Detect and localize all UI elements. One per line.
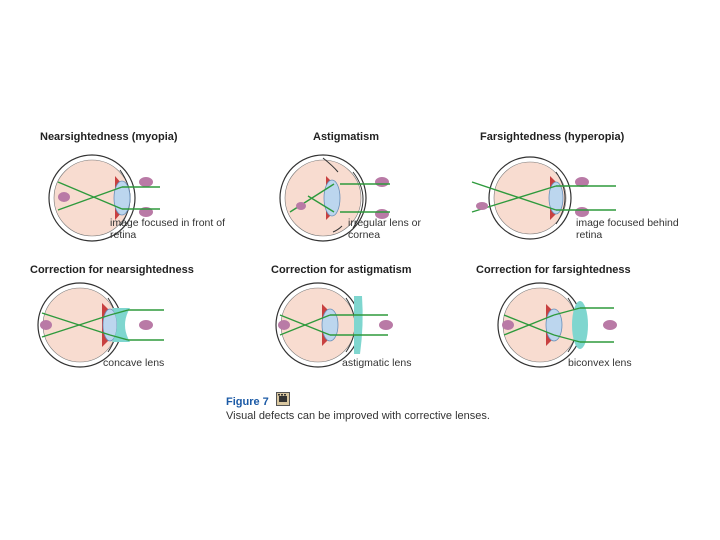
panel-title-correction-hyperopia: Correction for farsightedness bbox=[476, 264, 631, 276]
panel-caption-astigmatism: irregular lens or cornea bbox=[348, 217, 421, 241]
eye-diagram-astigmatism bbox=[279, 154, 390, 242]
panel-caption-myopia: image focused in front of retina bbox=[110, 217, 225, 241]
eye-diagram-correction-hyperopia bbox=[497, 282, 617, 368]
panel-title-astigmatism: Astigmatism bbox=[313, 131, 380, 143]
panel-title-correction-astigmatism: Correction for astigmatism bbox=[271, 264, 412, 276]
eye-diagram-hyperopia bbox=[471, 156, 616, 240]
panel-caption-hyperopia: image focused behind retina bbox=[576, 217, 679, 241]
panel-title-myopia: Nearsightedness (myopia) bbox=[40, 131, 178, 143]
figure-label: Figure 7 bbox=[226, 396, 269, 408]
eye-diagram-correction-astigmatism bbox=[275, 282, 393, 368]
eye-diagram-myopia bbox=[48, 154, 160, 242]
panel-caption-correction-astigmatism: astigmatic lens bbox=[342, 357, 412, 369]
figure-caption: Visual defects can be improved with corr… bbox=[226, 410, 490, 422]
panel-caption-correction-hyperopia: biconvex lens bbox=[568, 357, 632, 369]
panel-caption-correction-myopia: concave lens bbox=[103, 357, 165, 369]
eye-diagram-correction-myopia bbox=[37, 282, 164, 368]
panel-title-hyperopia: Farsightedness (hyperopia) bbox=[480, 131, 625, 143]
film-clip-icon[interactable] bbox=[276, 392, 290, 406]
panel-title-correction-myopia: Correction for nearsightedness bbox=[30, 264, 194, 276]
